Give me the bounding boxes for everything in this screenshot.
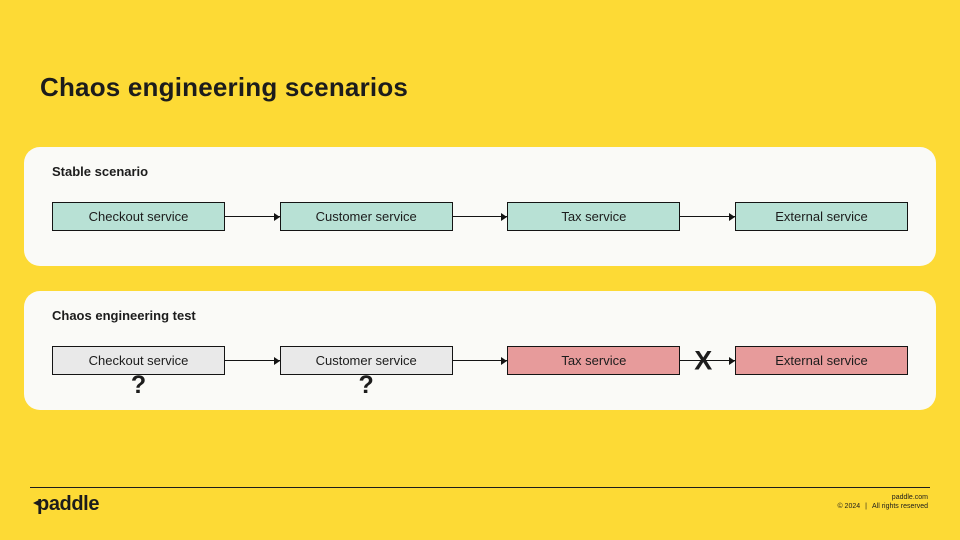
chaos-test-heading: Chaos engineering test [52, 308, 196, 323]
arrow-connector [452, 359, 508, 362]
arrow-connector [225, 215, 280, 218]
copyright-year: © 2024 [837, 502, 861, 510]
footer-site: paddle.com [891, 494, 928, 501]
service-box-customer: Customer service ? [279, 346, 453, 398]
service-box-label: Checkout service [88, 353, 189, 368]
service-box-tax: Tax service [507, 346, 681, 375]
rights-text: All rights reserved [871, 502, 928, 510]
service-box-external: External service [735, 202, 909, 231]
service-box-label: Tax service [561, 209, 627, 224]
stable-service-flow: Checkout service Customer service Tax se… [52, 202, 909, 231]
service-box-external: External service [735, 346, 909, 375]
stable-scenario-heading: Stable scenario [52, 164, 149, 179]
service-box-label: Customer service [315, 209, 417, 224]
arrow-connector [225, 359, 280, 362]
service-box-label: Tax service [561, 353, 627, 368]
service-box-label: Checkout service [88, 209, 189, 224]
service-box-label: External service [775, 353, 868, 368]
paddle-logo-arrow-icon [33, 500, 39, 506]
service-box-label: Customer service [315, 353, 417, 368]
chaos-service-flow: Checkout service ? Customer service ? Ta… [52, 346, 909, 398]
copyright-separator: | [865, 502, 867, 510]
arrow-connector [452, 215, 508, 218]
footer-meta: paddle.com © 2024 | All rights reserved [837, 494, 928, 511]
paddle-logo-text: paddle [37, 493, 100, 515]
service-box-checkout: Checkout service [52, 202, 225, 231]
unknown-status-annotation: ? [130, 371, 147, 399]
page-title: Chaos engineering scenarios [40, 72, 409, 102]
arrow-connector [680, 215, 736, 218]
service-box-checkout: Checkout service ? [52, 346, 225, 398]
paddle-logo: paddle [33, 493, 99, 516]
broken-arrow-connector: X [680, 347, 736, 374]
service-box-customer: Customer service [279, 202, 453, 231]
footer-divider [30, 487, 930, 488]
footer-copyright: © 2024 | All rights reserved [837, 503, 928, 512]
chaos-test-panel: Chaos engineering test Checkout service … [24, 291, 936, 410]
unknown-status-annotation: ? [358, 371, 374, 399]
service-box-label: External service [775, 209, 868, 224]
service-box-tax: Tax service [507, 202, 681, 231]
stable-scenario-panel: Stable scenario Checkout service Custome… [24, 147, 936, 266]
failure-x-annotation: X [694, 345, 713, 375]
